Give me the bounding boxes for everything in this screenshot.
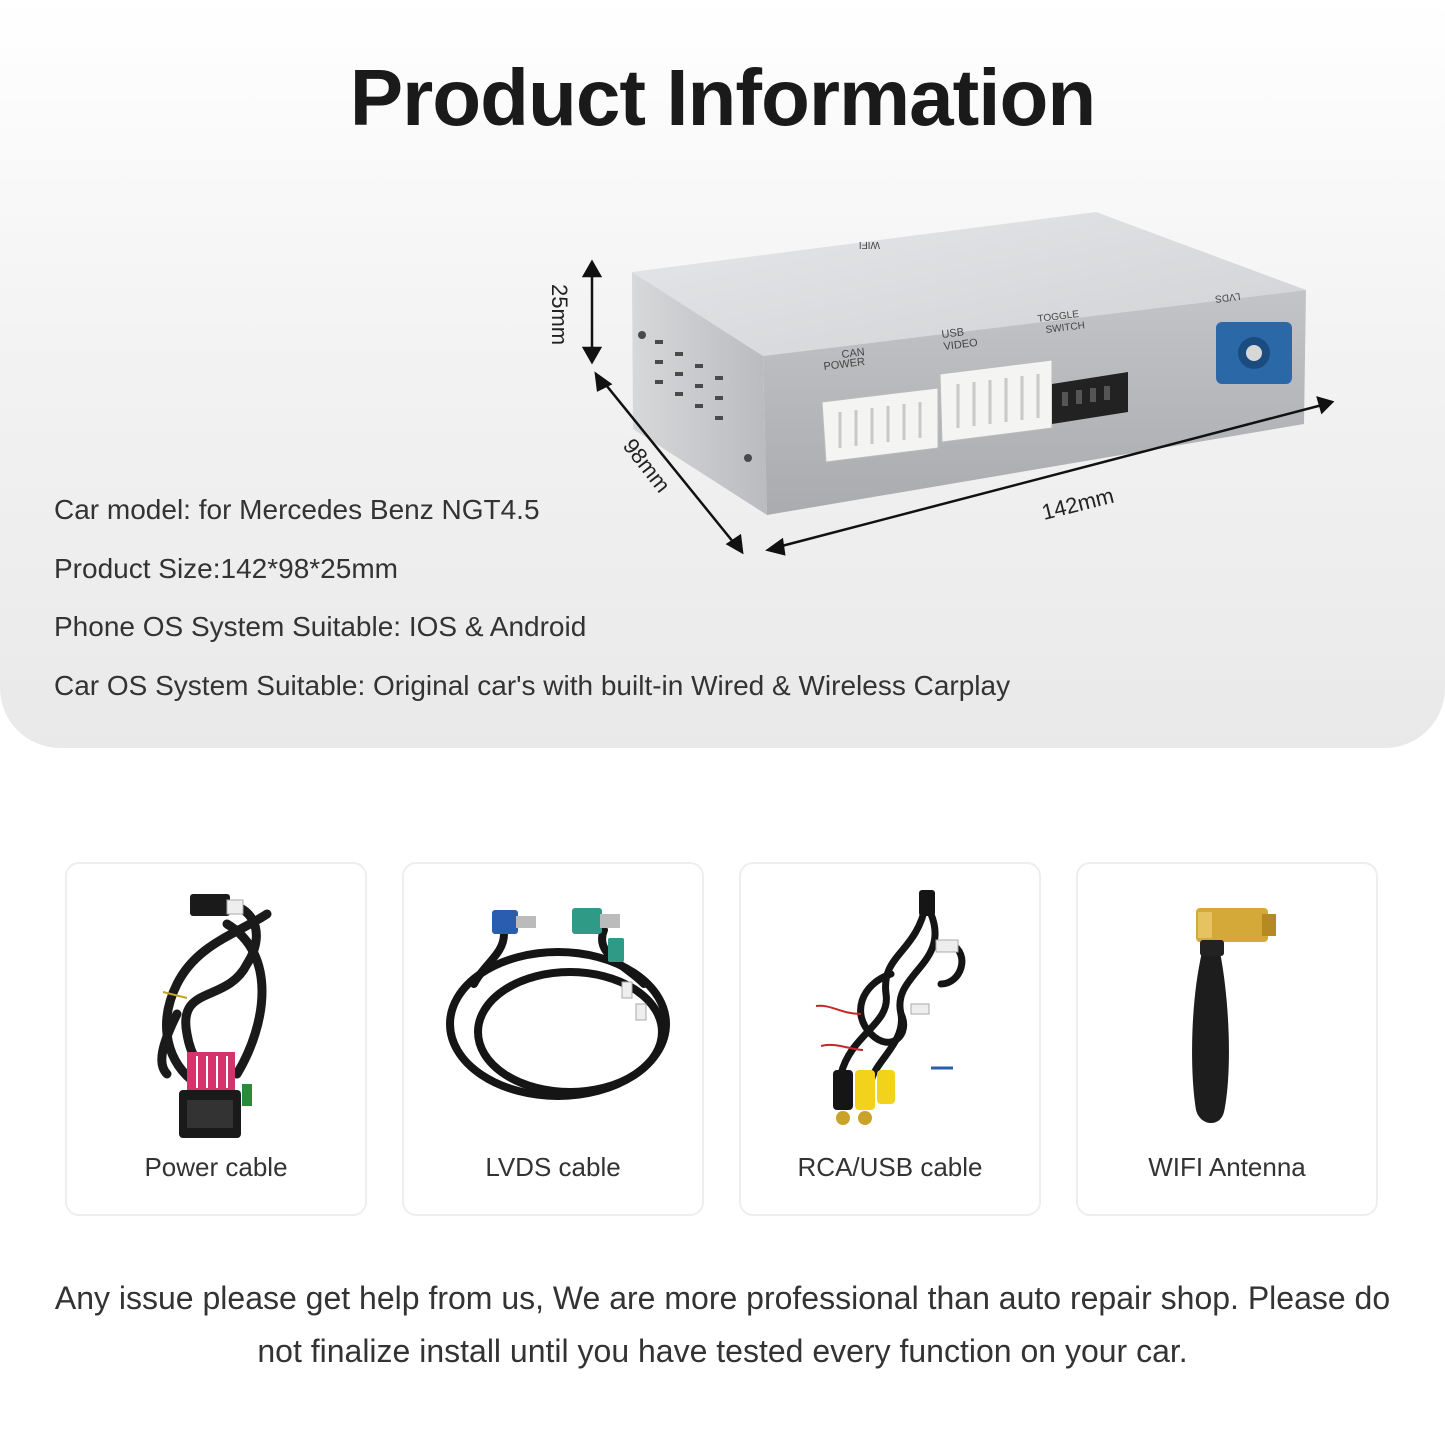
accessory-card-lvds-cable: LVDS cable xyxy=(402,862,704,1216)
spec-phone-os: Phone OS System Suitable: IOS & Android xyxy=(54,611,587,642)
box-top-face xyxy=(632,212,1306,356)
usb-video-connector xyxy=(939,359,1053,443)
label-lvds: LVDS xyxy=(1214,290,1241,304)
box-side-face xyxy=(632,272,767,515)
label-power: POWER xyxy=(823,356,866,373)
spec-car-os: Car OS System Suitable: Original car's w… xyxy=(54,669,1011,701)
accessory-card-wifi-antenna: WIFI Antenna xyxy=(1076,862,1378,1216)
rca-usb-cable-icon xyxy=(815,890,966,1125)
label-toggle: TOGGLE xyxy=(1037,309,1080,325)
accessory-label: WIFI Antenna xyxy=(1148,1152,1306,1182)
label-switch: SWITCH xyxy=(1045,320,1085,336)
label-usb: USB xyxy=(941,326,965,341)
page-title: Product Information xyxy=(349,53,1096,142)
footer-note: Any issue please get help from us, We ar… xyxy=(54,1280,1391,1369)
product-box-diagram: CAN POWER USB VIDEO TOGGLE SWITCH LVDS W… xyxy=(547,212,1335,556)
dim-width: 142mm xyxy=(1039,483,1116,525)
spec-car-model: Car model: for Mercedes Benz NGT4.5 xyxy=(54,494,540,525)
spec-list: Car model: for Mercedes Benz NGT4.5 Prod… xyxy=(54,492,1010,726)
wifi-antenna-icon xyxy=(1192,908,1276,1124)
power-cable-icon xyxy=(157,894,272,1138)
side-vents xyxy=(638,331,752,462)
label-can: CAN xyxy=(841,346,866,361)
label-video: VIDEO xyxy=(943,337,979,353)
label-wifi: WIFI xyxy=(859,239,880,250)
lvds-cable-icon xyxy=(446,908,670,1100)
can-power-connector xyxy=(821,387,939,463)
accessory-label: RCA/USB cable xyxy=(797,1152,983,1182)
accessory-card-rca-usb-cable: RCA/USB cable xyxy=(739,862,1041,1216)
accessory-card-power-cable: Power cable xyxy=(65,862,367,1216)
accessory-label: LVDS cable xyxy=(485,1152,621,1182)
dim-height: 25mm xyxy=(547,284,572,345)
accessory-label: Power cable xyxy=(144,1152,288,1182)
spec-product-size: Product Size:142*98*25mm xyxy=(54,552,398,584)
product-info-section: Product Information xyxy=(0,0,1445,748)
